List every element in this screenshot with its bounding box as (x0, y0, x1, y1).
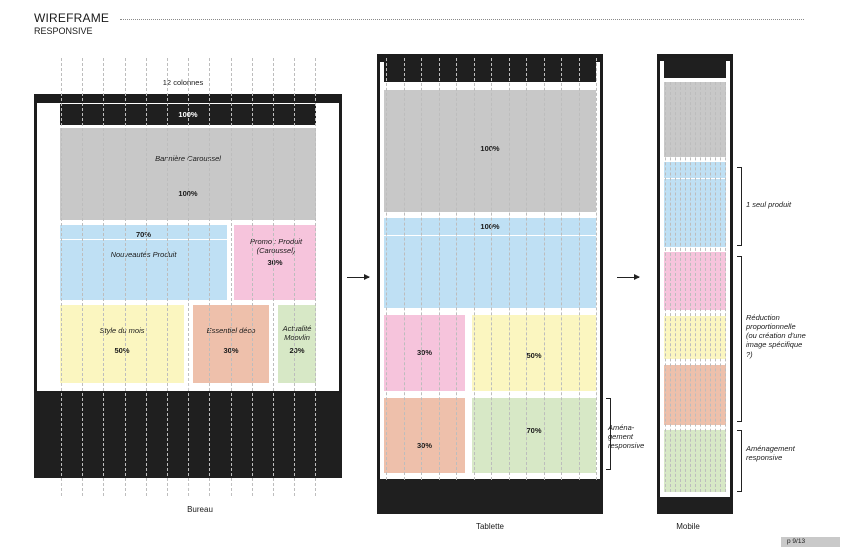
mobile-caption: Mobile (676, 522, 700, 531)
tablet-salmon-value: 30% (416, 441, 432, 450)
grid-column-line (544, 58, 545, 480)
mobile-bracket-single (737, 167, 742, 246)
grid-column-line (103, 58, 104, 496)
grid-column-line (294, 58, 295, 496)
grid-column-line (474, 58, 475, 480)
tablet-bracket (606, 398, 611, 470)
tablet-style-of-month (472, 315, 596, 391)
grid-column-line (700, 82, 701, 492)
header-divider (120, 19, 804, 20)
columns-label: 12 colonnes (162, 78, 204, 87)
desktop-news (278, 305, 316, 383)
grid-column-line (188, 58, 189, 496)
grid-column-line (439, 58, 440, 480)
new-products-name: Nouveautés Produit (110, 250, 177, 259)
arrow-right-icon (347, 274, 370, 280)
new-products-value: 70% (135, 230, 151, 239)
tablet-note: Aména- gement responsive (608, 423, 645, 451)
grid-column-line (561, 58, 562, 480)
grid-column-line (167, 58, 168, 496)
page-subtitle: RESPONSIVE (34, 26, 93, 36)
mobile-footer (657, 497, 733, 514)
grid-column-line (695, 82, 696, 492)
grid-column-line (670, 82, 671, 492)
desktop-promo (234, 225, 316, 300)
mobile-bracket-layout (737, 430, 742, 492)
grid-column-line (710, 82, 711, 492)
grid-column-line (61, 58, 62, 496)
tablet-caption: Tablette (475, 522, 505, 531)
tablet-new-products (384, 218, 596, 308)
grid-column-line (315, 58, 316, 496)
tablet-blue-value: 100% (480, 222, 500, 231)
grid-column-line (209, 58, 210, 496)
page-number: p 9/13 (781, 537, 840, 547)
grid-column-line (273, 58, 274, 496)
grid-column-line (725, 82, 726, 492)
grid-column-line (146, 58, 147, 496)
new-products-divider (60, 239, 227, 240)
grid-column-line (456, 58, 457, 480)
essential-deco-value: 30% (223, 346, 239, 355)
tablet-blue-divider (384, 235, 596, 236)
news-value: 20% (289, 346, 305, 355)
desktop-new-products (60, 225, 227, 300)
arrow-right-icon (617, 274, 640, 280)
mobile-note-single: 1 seul produit (746, 200, 792, 209)
tablet-news (472, 398, 596, 473)
style-month-name: Style du mois (99, 326, 145, 335)
mobile-bracket-reduction (737, 256, 742, 422)
style-month-value: 50% (114, 346, 130, 355)
grid-column-line (421, 58, 422, 480)
grid-column-line (690, 82, 691, 492)
mobile-header-bar (664, 58, 726, 78)
desktop-style-of-month (60, 305, 184, 383)
grid-column-line (125, 58, 126, 496)
grid-column-line (596, 58, 597, 480)
grid-column-line (675, 82, 676, 492)
grid-column-line (720, 82, 721, 492)
mobile-note-reduction: Réduction proportionnelle (ou création d… (746, 313, 806, 359)
news-name: Actualité Moovlin (282, 324, 312, 343)
grid-column-line (705, 82, 706, 492)
mobile-note-layout: Aménagement responsive (746, 444, 795, 463)
grid-column-line (404, 58, 405, 480)
tablet-promo (384, 315, 465, 391)
grid-column-line (665, 82, 666, 492)
grid-column-line (252, 58, 253, 496)
promo-name: Promo : Produit (Caroussel) (249, 237, 303, 256)
grid-column-line (579, 58, 580, 480)
tablet-banner (384, 90, 596, 212)
grid-column-line (509, 58, 510, 480)
tablet-essential-deco (384, 398, 465, 473)
grid-column-line (526, 58, 527, 480)
page-title: WIREFRAME (34, 11, 110, 25)
grid-column-line (491, 58, 492, 480)
tablet-pink-value: 30% (416, 348, 432, 357)
tablet-header-bar (384, 60, 596, 82)
grid-column-line (386, 58, 387, 480)
grid-column-line (685, 82, 686, 492)
grid-column-line (680, 82, 681, 492)
grid-column-line (82, 58, 83, 496)
tablet-banner-value: 100% (480, 144, 500, 153)
tablet-footer (377, 479, 603, 514)
promo-value: 30% (267, 258, 283, 267)
desktop-caption: Bureau (187, 505, 213, 514)
grid-column-line (231, 58, 232, 496)
tablet-green-value: 70% (526, 426, 542, 435)
tablet-yellow-value: 50% (526, 351, 542, 360)
grid-column-line (715, 82, 716, 492)
